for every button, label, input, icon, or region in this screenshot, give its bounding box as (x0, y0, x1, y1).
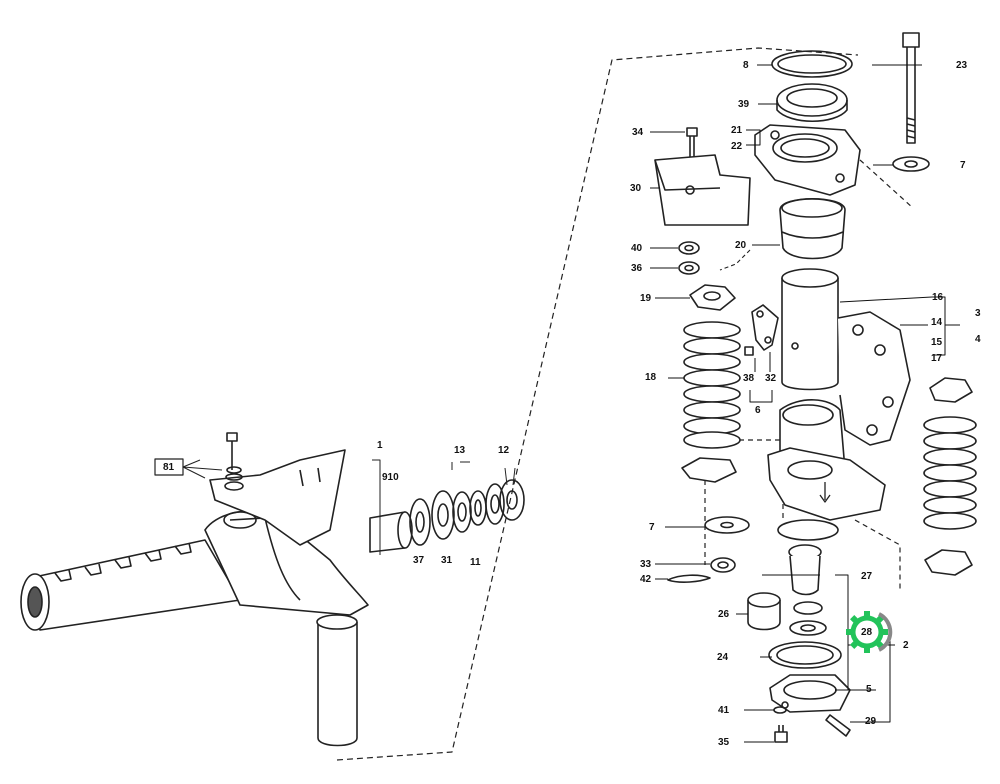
part-label-19: 19 (640, 293, 652, 304)
part-label-6: 6 (755, 405, 761, 416)
part-label-16: 16 (932, 292, 944, 303)
part-label-32: 32 (765, 373, 777, 384)
part-label-7-bottom: 7 (649, 522, 655, 533)
part-label-41: 41 (718, 705, 730, 716)
part-label-81: 81 (163, 462, 175, 473)
part-label-27: 27 (861, 571, 873, 582)
part-label-8: 8 (743, 60, 749, 71)
part-label-4: 4 (975, 334, 981, 345)
part-label-35: 35 (718, 737, 730, 748)
part-label-5: 5 (866, 684, 872, 695)
part-label-12: 12 (498, 445, 510, 456)
part-label-20: 20 (735, 240, 747, 251)
part-label-31: 31 (441, 555, 453, 566)
part-label-38: 38 (743, 373, 755, 384)
part-label-29: 29 (865, 716, 877, 727)
part-label-37: 37 (413, 555, 425, 566)
part-label-18: 18 (645, 372, 657, 383)
part-label-7-top: 7 (960, 160, 966, 171)
part-label-2: 2 (903, 640, 909, 651)
part-label-36: 36 (631, 263, 643, 274)
part-label-39: 39 (738, 99, 750, 110)
part-label-13: 13 (454, 445, 466, 456)
part-label-23: 23 (956, 60, 968, 71)
part-label-3: 3 (975, 308, 981, 319)
part-label-34: 34 (632, 127, 644, 138)
part-label-24: 24 (717, 652, 729, 663)
part-label-14: 14 (931, 317, 943, 328)
part-label-30: 30 (630, 183, 642, 194)
part-label-40: 40 (631, 243, 643, 254)
part-label-22: 22 (731, 141, 743, 152)
part-label-15: 15 (931, 337, 943, 348)
part-label-21: 21 (731, 125, 743, 136)
part-label-42: 42 (640, 574, 652, 585)
part-label-1: 1 (377, 440, 383, 451)
gear-icon (846, 611, 893, 653)
part-label-33: 33 (640, 559, 652, 570)
part-label-11: 11 (470, 557, 481, 568)
part-label-28: 28 (861, 627, 873, 638)
part-label-910: 910 (382, 472, 399, 483)
part-label-26: 26 (718, 609, 730, 620)
part-label-17: 17 (931, 353, 943, 364)
